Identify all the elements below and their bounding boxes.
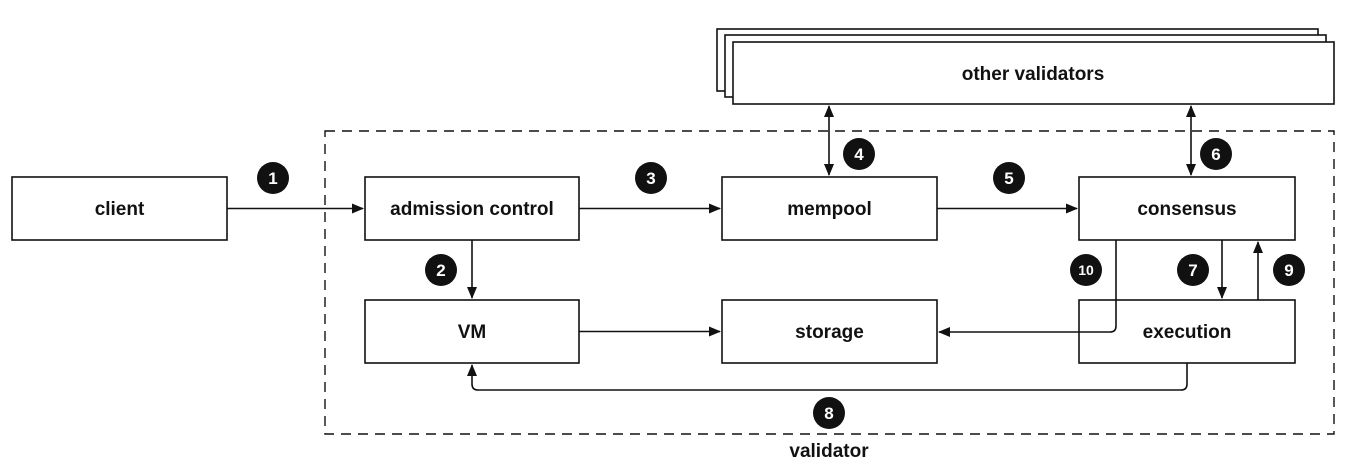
vm-label: VM	[458, 322, 487, 343]
step-badge-2: 2	[425, 254, 457, 286]
storage-node: storage	[721, 299, 938, 364]
arrow-consensus-to-storage	[938, 240, 1117, 337]
execution-label: execution	[1143, 322, 1232, 343]
admission-control-node: admission control	[364, 176, 580, 241]
consensus-node: consensus	[1078, 176, 1296, 241]
storage-label: storage	[795, 322, 864, 343]
svg-text:5: 5	[1004, 169, 1013, 188]
validator-label: validator	[789, 441, 869, 462]
svg-text:10: 10	[1078, 262, 1094, 278]
svg-text:2: 2	[436, 261, 445, 280]
admission-control-label: admission control	[390, 199, 554, 220]
execution-node: execution	[1078, 299, 1296, 364]
other-validators-label: other validators	[962, 64, 1105, 85]
step-badge-5: 5	[993, 162, 1025, 194]
mempool-node: mempool	[721, 176, 938, 241]
mempool-label: mempool	[787, 199, 871, 220]
svg-text:1: 1	[268, 169, 277, 188]
vm-node: VM	[364, 299, 580, 364]
consensus-label: consensus	[1137, 199, 1236, 220]
step-badge-9: 9	[1273, 254, 1305, 286]
svg-text:7: 7	[1188, 261, 1197, 280]
svg-text:8: 8	[824, 404, 833, 423]
svg-text:4: 4	[854, 145, 864, 164]
step-badge-1: 1	[257, 162, 289, 194]
validator-boundary	[324, 130, 1335, 435]
client-node: client	[11, 176, 228, 241]
svg-text:6: 6	[1211, 145, 1220, 164]
step-badge-3: 3	[635, 162, 667, 194]
step-badge-10: 10	[1070, 254, 1102, 286]
client-label: client	[95, 199, 145, 220]
other-validators-node: other validators	[716, 28, 1335, 105]
step-badge-6: 6	[1200, 138, 1232, 170]
step-badge-8: 8	[813, 397, 845, 429]
step-badge-4: 4	[843, 138, 875, 170]
svg-text:9: 9	[1284, 261, 1293, 280]
step-badge-7: 7	[1177, 254, 1209, 286]
arrow-execution-to-vm	[467, 363, 1188, 391]
svg-text:3: 3	[646, 169, 655, 188]
